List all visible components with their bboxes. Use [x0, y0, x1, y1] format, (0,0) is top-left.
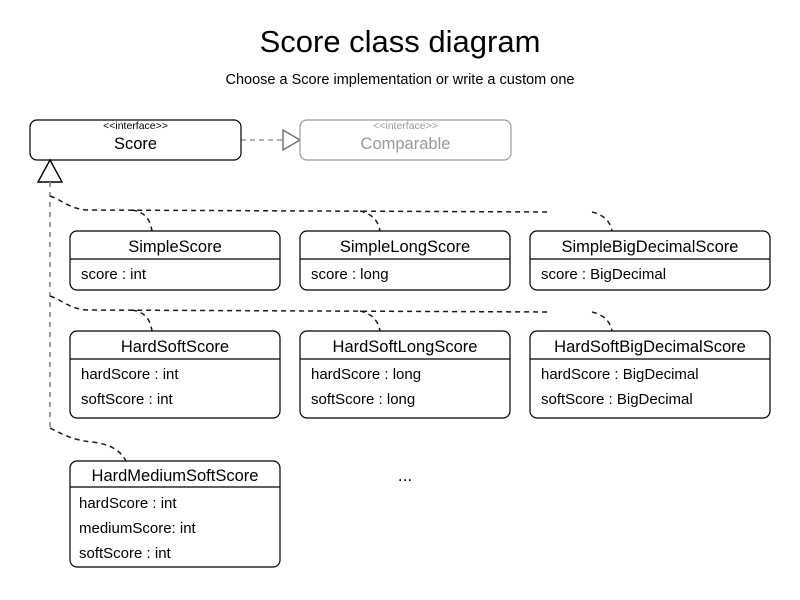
interface-box-comparable[interactable]: <<interface>> Comparable — [299, 119, 512, 161]
more-classes-ellipsis: ... — [398, 466, 412, 485]
page-subtitle: Choose a Score implementation or write a… — [226, 72, 575, 88]
page-title: Score class diagram — [260, 24, 541, 59]
class-box-hard-soft-bigdecimal-score[interactable]: HardSoftBigDecimalScore hardScore : BigD… — [529, 330, 771, 419]
class-box-simple-long-score[interactable]: SimpleLongScore score : long — [299, 230, 511, 291]
class-attr-simple-score-0: score : int — [81, 266, 147, 283]
class-attr-hard-soft-long-score-0: hardScore : long — [311, 366, 421, 383]
class-box-hard-soft-score[interactable]: HardSoftScore hardScore : int softScore … — [69, 330, 281, 419]
class-box-simple-score[interactable]: SimpleScore score : int — [69, 230, 281, 291]
class-name-simple-bigdecimal-score: SimpleBigDecimalScore — [562, 238, 739, 256]
branch-drop-hard-soft-long-score — [359, 310, 381, 332]
class-box-hard-medium-soft-score[interactable]: HardMediumSoftScore hardScore : int medi… — [69, 460, 281, 568]
inheritance-branches-row-2 — [49, 295, 613, 332]
class-box-hard-soft-long-score-shape — [299, 330, 511, 419]
class-name-hard-soft-long-score: HardSoftLongScore — [333, 338, 478, 356]
branch-drop-simple-long-score — [359, 210, 381, 232]
branch-drop-hard-medium-soft-score — [49, 427, 127, 462]
class-attr-hard-soft-score-1: softScore : int — [81, 391, 174, 408]
class-box-simple-score-shape — [69, 230, 281, 291]
class-box-hard-soft-long-score[interactable]: HardSoftLongScore hardScore : long softS… — [299, 330, 511, 419]
interface-comparable-stereotype: <<interface>> — [373, 120, 438, 132]
branch-drop-hard-soft-score — [131, 309, 153, 332]
branch-spine-row-2 — [49, 295, 551, 313]
class-attr-simple-bigdecimal-score-0: score : BigDecimal — [541, 266, 666, 283]
branch-drop-hard-soft-bigdecimal-score — [591, 311, 613, 332]
interface-comparable-name: Comparable — [361, 135, 451, 153]
interface-box-comparable-shape — [299, 119, 512, 161]
class-attr-hard-medium-soft-score-1: mediumScore: int — [79, 520, 197, 537]
class-attr-simple-long-score-0: score : long — [311, 266, 389, 283]
class-name-hard-soft-score: HardSoftScore — [121, 338, 229, 356]
class-attr-hard-medium-soft-score-2: softScore : int — [79, 545, 172, 562]
class-box-hard-soft-score-shape — [69, 330, 281, 419]
class-name-simple-score: SimpleScore — [128, 238, 222, 256]
realization-arrowhead-icon — [282, 128, 302, 152]
interface-box-score[interactable]: <<interface>> Score — [29, 119, 242, 161]
interface-box-score-shape — [29, 119, 242, 161]
class-attr-hard-soft-bigdecimal-score-1: softScore : BigDecimal — [541, 391, 693, 408]
class-name-simple-long-score: SimpleLongScore — [340, 238, 470, 256]
class-box-hard-soft-bigdecimal-score-shape — [529, 330, 771, 419]
class-box-simple-long-score-shape — [299, 230, 511, 291]
class-box-simple-bigdecimal-score-shape — [529, 230, 771, 291]
interface-score-stereotype: <<interface>> — [103, 120, 168, 132]
branch-drop-simple-score — [131, 209, 153, 232]
generalization-triangle-icon — [36, 158, 64, 183]
realization-score-to-comparable — [241, 128, 302, 152]
class-attr-hard-soft-long-score-1: softScore : long — [311, 391, 415, 408]
inheritance-branches-row-1 — [49, 195, 613, 232]
branch-spine-row-1 — [49, 195, 551, 213]
class-box-simple-bigdecimal-score[interactable]: SimpleBigDecimalScore score : BigDecimal — [529, 230, 771, 291]
class-attr-hard-soft-bigdecimal-score-0: hardScore : BigDecimal — [541, 366, 699, 383]
class-attr-hard-soft-score-0: hardScore : int — [81, 366, 179, 383]
class-name-hard-soft-bigdecimal-score: HardSoftBigDecimalScore — [554, 338, 746, 356]
class-attr-hard-medium-soft-score-0: hardScore : int — [79, 495, 177, 512]
interface-score-name: Score — [114, 135, 157, 153]
branch-drop-simple-bigdecimal-score — [591, 211, 613, 232]
class-name-hard-medium-soft-score: HardMediumSoftScore — [92, 467, 259, 485]
